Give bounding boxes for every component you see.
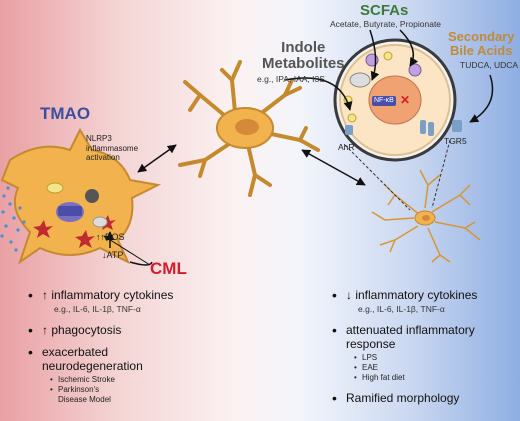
center-microglia	[178, 60, 320, 197]
right-cytokines-text: inflammatory cytokines	[355, 288, 478, 302]
nfkb-right	[372, 96, 396, 106]
left-item-cytokines: ↑ inflammatory cytokines e.g., IL-6, IL-…	[26, 288, 246, 315]
right-sub-hfd: High fat diet	[354, 373, 515, 383]
indole-subtitle: e.g., IPA, IAA, I3S	[257, 74, 325, 84]
cml-arrow	[103, 235, 151, 266]
nlrp3-complex	[85, 189, 99, 203]
right-item-cytokines: ↓ inflammatory cytokines e.g., IL-6, IL-…	[330, 288, 515, 315]
atp-organelle	[46, 182, 64, 194]
right-item-attenuated: attenuated inflammatory response LPS EAE…	[330, 323, 515, 383]
left-item-phagocytosis: ↑ phagocytosis	[26, 323, 246, 337]
scfa-title: SCFAs	[360, 2, 409, 19]
right-sub-eae: EAE	[354, 363, 515, 373]
nfkb-label: NF-κB	[374, 97, 394, 104]
left-cytokines-text: inflammatory cytokines	[51, 288, 174, 302]
ros-label: ↑↑ROS	[96, 232, 125, 242]
right-sub-lps: LPS	[354, 353, 515, 363]
left-phagocytosis-text: phagocytosis	[51, 323, 122, 337]
scfa-subtitle: Acetate, Butyrate, Propionate	[330, 19, 442, 29]
left-outcomes: ↑ inflammatory cytokines e.g., IL-6, IL-…	[26, 288, 246, 413]
mitochondria-right	[349, 72, 371, 88]
ahr-label: AhR	[338, 142, 355, 152]
right-microglia-nucleus	[422, 215, 430, 221]
center-microglia-nucleus	[235, 119, 259, 135]
bile-subtitle: TUDCA, UDCA	[460, 60, 519, 70]
tmao-particles	[0, 186, 26, 252]
nlrp3-label: NLRP3 inflammasome activation	[86, 134, 139, 162]
right-ramified-text: Ramified morphology	[346, 391, 460, 405]
left-neuro-sublist: Ischemic Stroke Parkinson's Disease Mode…	[42, 375, 246, 405]
mitochondria-left	[92, 216, 108, 228]
bile-title: Secondary Bile Acids	[448, 29, 515, 58]
nfkb-left	[58, 206, 82, 216]
cml-label: CML	[150, 259, 187, 278]
tmao-label: TMAO	[40, 104, 91, 123]
left-item-neurodegeneration: exacerbated neurodegeneration Ischemic S…	[26, 345, 246, 405]
tgr5-label: TGR5	[444, 136, 467, 146]
indole-title: Indole Metabolites	[262, 39, 345, 72]
atp-label: ↓ATP	[102, 250, 124, 260]
ros-text: ROS	[105, 232, 125, 242]
left-cytokines-example: e.g., IL-6, IL-1β, TNF-α	[54, 304, 141, 314]
right-item-ramified: Ramified morphology	[330, 391, 515, 405]
arrows	[105, 29, 494, 266]
receptors	[345, 120, 462, 136]
right-attenuated-sublist: LPS EAE High fat diet	[346, 353, 515, 383]
zoom-line-right	[431, 139, 451, 209]
left-sub-parkinsons: Parkinson's Disease Model	[50, 385, 128, 405]
atp-text: ATP	[106, 250, 124, 260]
inhibit-mark: ✕	[400, 93, 410, 107]
left-sub-stroke: Ischemic Stroke	[50, 375, 246, 385]
right-cytokines-example: e.g., IL-6, IL-1β, TNF-α	[358, 304, 445, 314]
left-neurodegeneration-text: exacerbated neurodegeneration	[42, 345, 143, 373]
right-attenuated-text: attenuated inflammatory response	[346, 323, 475, 351]
right-outcomes: ↓ inflammatory cytokines e.g., IL-6, IL-…	[330, 288, 515, 413]
